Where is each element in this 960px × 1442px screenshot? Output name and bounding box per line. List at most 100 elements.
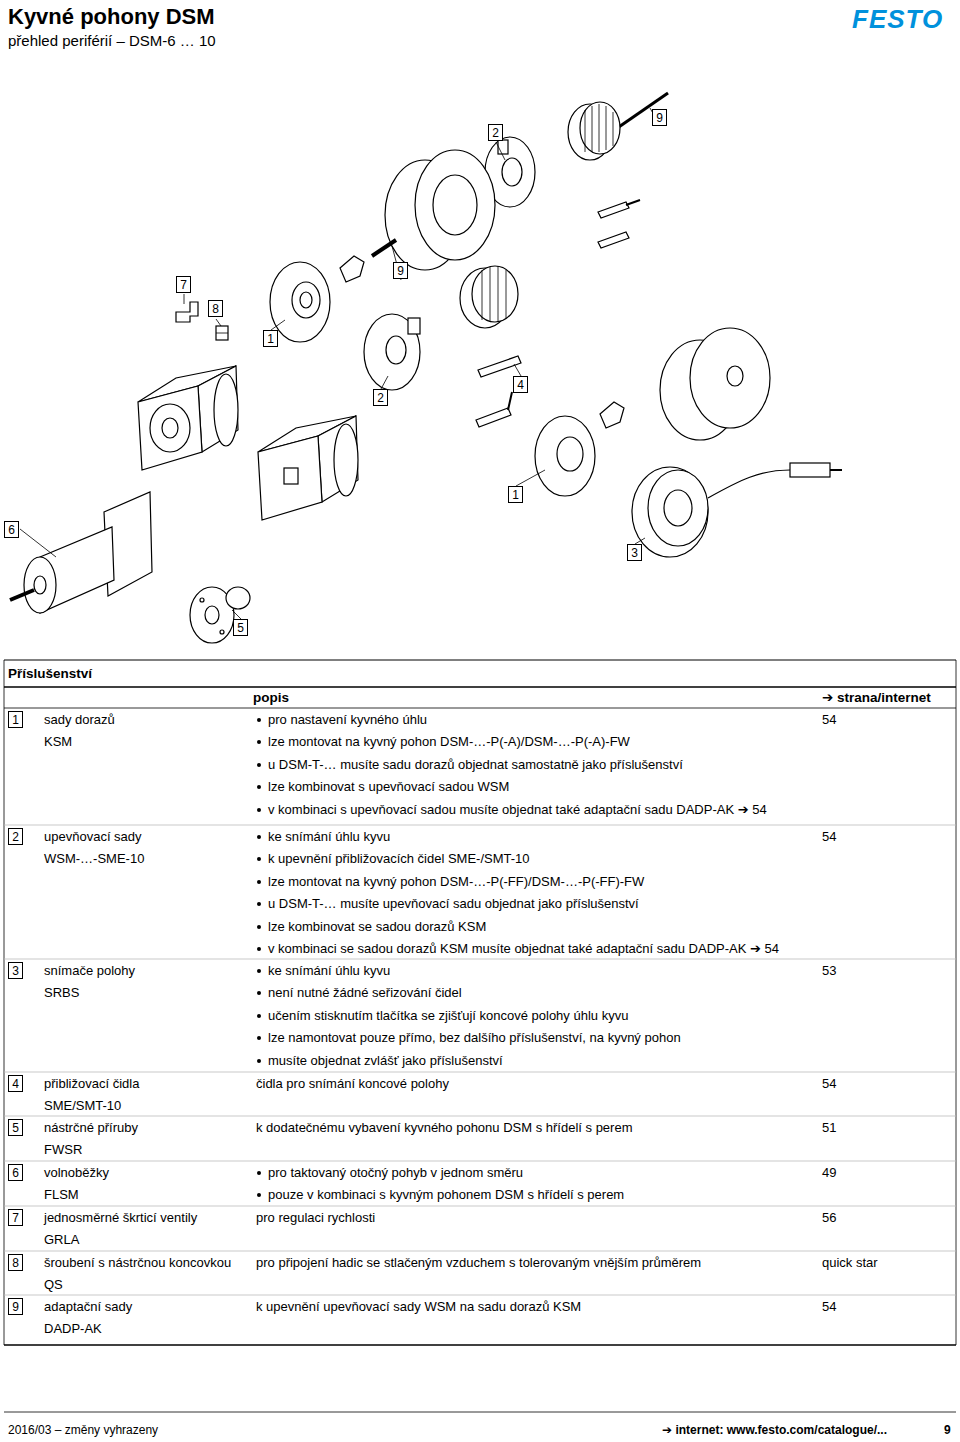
column-header: ➔ strana/internet <box>822 690 931 706</box>
row-number: 5 <box>8 1119 23 1136</box>
table-lines <box>4 660 956 1412</box>
page-ref: 54 <box>822 1076 836 1092</box>
bullet-dot <box>257 925 261 929</box>
bullet-dot <box>257 1059 261 1063</box>
row-text: v kombinaci s upevňovací sadou musíte ob… <box>268 802 767 818</box>
row-text: musíte objednat zvlášť jako příslušenstv… <box>268 1053 503 1069</box>
page-ref: 51 <box>822 1120 836 1136</box>
row-number: 7 <box>8 1209 23 1226</box>
callout-number: 6 <box>4 521 19 538</box>
callout-text: 8 <box>212 302 219 316</box>
row-number: 8 <box>8 1254 23 1271</box>
row-code: FWSR <box>44 1142 82 1158</box>
row-text: ke snímání úhlu kyvu <box>268 829 390 845</box>
callout-text: 6 <box>8 523 15 537</box>
row-text: pro nastavení kyvného úhlu <box>268 712 427 728</box>
callout-text: 7 <box>180 278 187 292</box>
callout-number: 9 <box>393 262 408 279</box>
callout-number: 8 <box>208 300 223 317</box>
callout-number: 4 <box>513 376 528 393</box>
row-text: lze montovat na kyvný pohon DSM-…-P(-A)/… <box>268 734 630 750</box>
leader-lines <box>20 108 660 619</box>
callout-text: 3 <box>631 546 638 560</box>
bullet-dot <box>257 947 261 951</box>
callout-text: 1 <box>267 332 274 346</box>
table-heading: Příslušenství <box>8 666 92 682</box>
row-code: SRBS <box>44 985 79 1001</box>
row-text: k dodatečnému vybavení kyvného pohonu DS… <box>256 1120 633 1136</box>
page-ref: 54 <box>822 1299 836 1315</box>
footer-link: ➔ internet: www.festo.com/catalogue/... <box>662 1422 887 1438</box>
bullet-dot <box>257 718 261 722</box>
callout-text: 6 <box>12 1166 19 1180</box>
top-parts <box>385 93 668 270</box>
row-text: u DSM-T-… musíte sadu dorazů objednat sa… <box>268 757 683 773</box>
bullet-dot <box>257 880 261 884</box>
bullet-dot <box>257 902 261 906</box>
row-name: volnoběžky <box>44 1165 109 1181</box>
row-code: WSM-…-SME-10 <box>44 851 144 867</box>
callout-number: 9 <box>652 109 667 126</box>
bullet-dot <box>257 1193 261 1197</box>
callout-text: 2 <box>377 391 384 405</box>
callout-text: 9 <box>397 264 404 278</box>
callout-text: 9 <box>656 111 663 125</box>
page-ref: 54 <box>822 712 836 728</box>
row-text: u DSM-T-… musíte upevňovací sadu objedna… <box>268 896 639 912</box>
callout-text: 9 <box>12 1300 19 1314</box>
bullet-dot <box>257 785 261 789</box>
callout-text: 2 <box>12 830 19 844</box>
callout-number: 2 <box>488 124 503 141</box>
row-text: lze kombinovat se sadou dorazů KSM <box>268 919 486 935</box>
callout-text: 4 <box>12 1077 19 1091</box>
callout-number: 5 <box>233 619 248 636</box>
callout-text: 7 <box>12 1211 19 1225</box>
brand-logo: FESTO <box>852 4 943 34</box>
row-name: šroubení s nástrčnou koncovkou <box>44 1255 231 1271</box>
row-code: FLSM <box>44 1187 79 1203</box>
bullet-dot <box>257 763 261 767</box>
row-code: GRLA <box>44 1232 79 1248</box>
callout-text: 5 <box>237 621 244 635</box>
bullet-dot <box>257 1171 261 1175</box>
bullet-dot <box>257 857 261 861</box>
column-header: popis <box>253 690 289 706</box>
page-ref: quick star <box>822 1255 878 1271</box>
row-name: snímače polohy <box>44 963 135 979</box>
row-code: SME/SMT-10 <box>44 1098 121 1114</box>
row-number: 4 <box>8 1075 23 1092</box>
row-text: lze kombinovat s upevňovací sadou WSM <box>268 779 509 795</box>
row-number: 2 <box>8 828 23 845</box>
right-parts <box>535 328 842 557</box>
page-ref: 54 <box>822 829 836 845</box>
row-text: učením stisknutím tlačítka se zjišťují k… <box>268 1008 628 1024</box>
row-text: lze montovat na kyvný pohon DSM-…-P(-FF)… <box>268 874 644 890</box>
row-text: pro připojení hadic se stlačeným vzduche… <box>256 1255 701 1271</box>
callout-number: 3 <box>627 544 642 561</box>
bullet-dot <box>257 740 261 744</box>
rotary-actuators <box>138 366 358 520</box>
row-text: není nutné žádné seřizování čidel <box>268 985 462 1001</box>
row-text: k upevnění upevňovací sady WSM na sadu d… <box>256 1299 581 1315</box>
page-title: Kyvné pohony DSM <box>8 4 215 30</box>
row-number: 6 <box>8 1164 23 1181</box>
page-ref: 53 <box>822 963 836 979</box>
callout-text: 8 <box>12 1256 19 1270</box>
freewheel-and-flange <box>10 492 250 643</box>
callout-text: 1 <box>12 713 19 727</box>
callout-text: 4 <box>517 378 524 392</box>
callout-number: 2 <box>373 389 388 406</box>
row-text: v kombinaci se sadou dorazů KSM musíte o… <box>268 941 779 957</box>
row-name: jednosměrné škrticí ventily <box>44 1210 197 1226</box>
row-number: 9 <box>8 1298 23 1315</box>
row-text: čidla pro snímání koncové polohy <box>256 1076 449 1092</box>
row-text: ke snímání úhlu kyvu <box>268 963 390 979</box>
bullet-dot <box>257 969 261 973</box>
bullet-dot <box>257 991 261 995</box>
bullet-dot <box>257 1014 261 1018</box>
row-code: QS <box>44 1277 63 1293</box>
callout-text: 1 <box>512 488 519 502</box>
row-name: nástrčné příruby <box>44 1120 138 1136</box>
callout-text: 5 <box>12 1121 19 1135</box>
